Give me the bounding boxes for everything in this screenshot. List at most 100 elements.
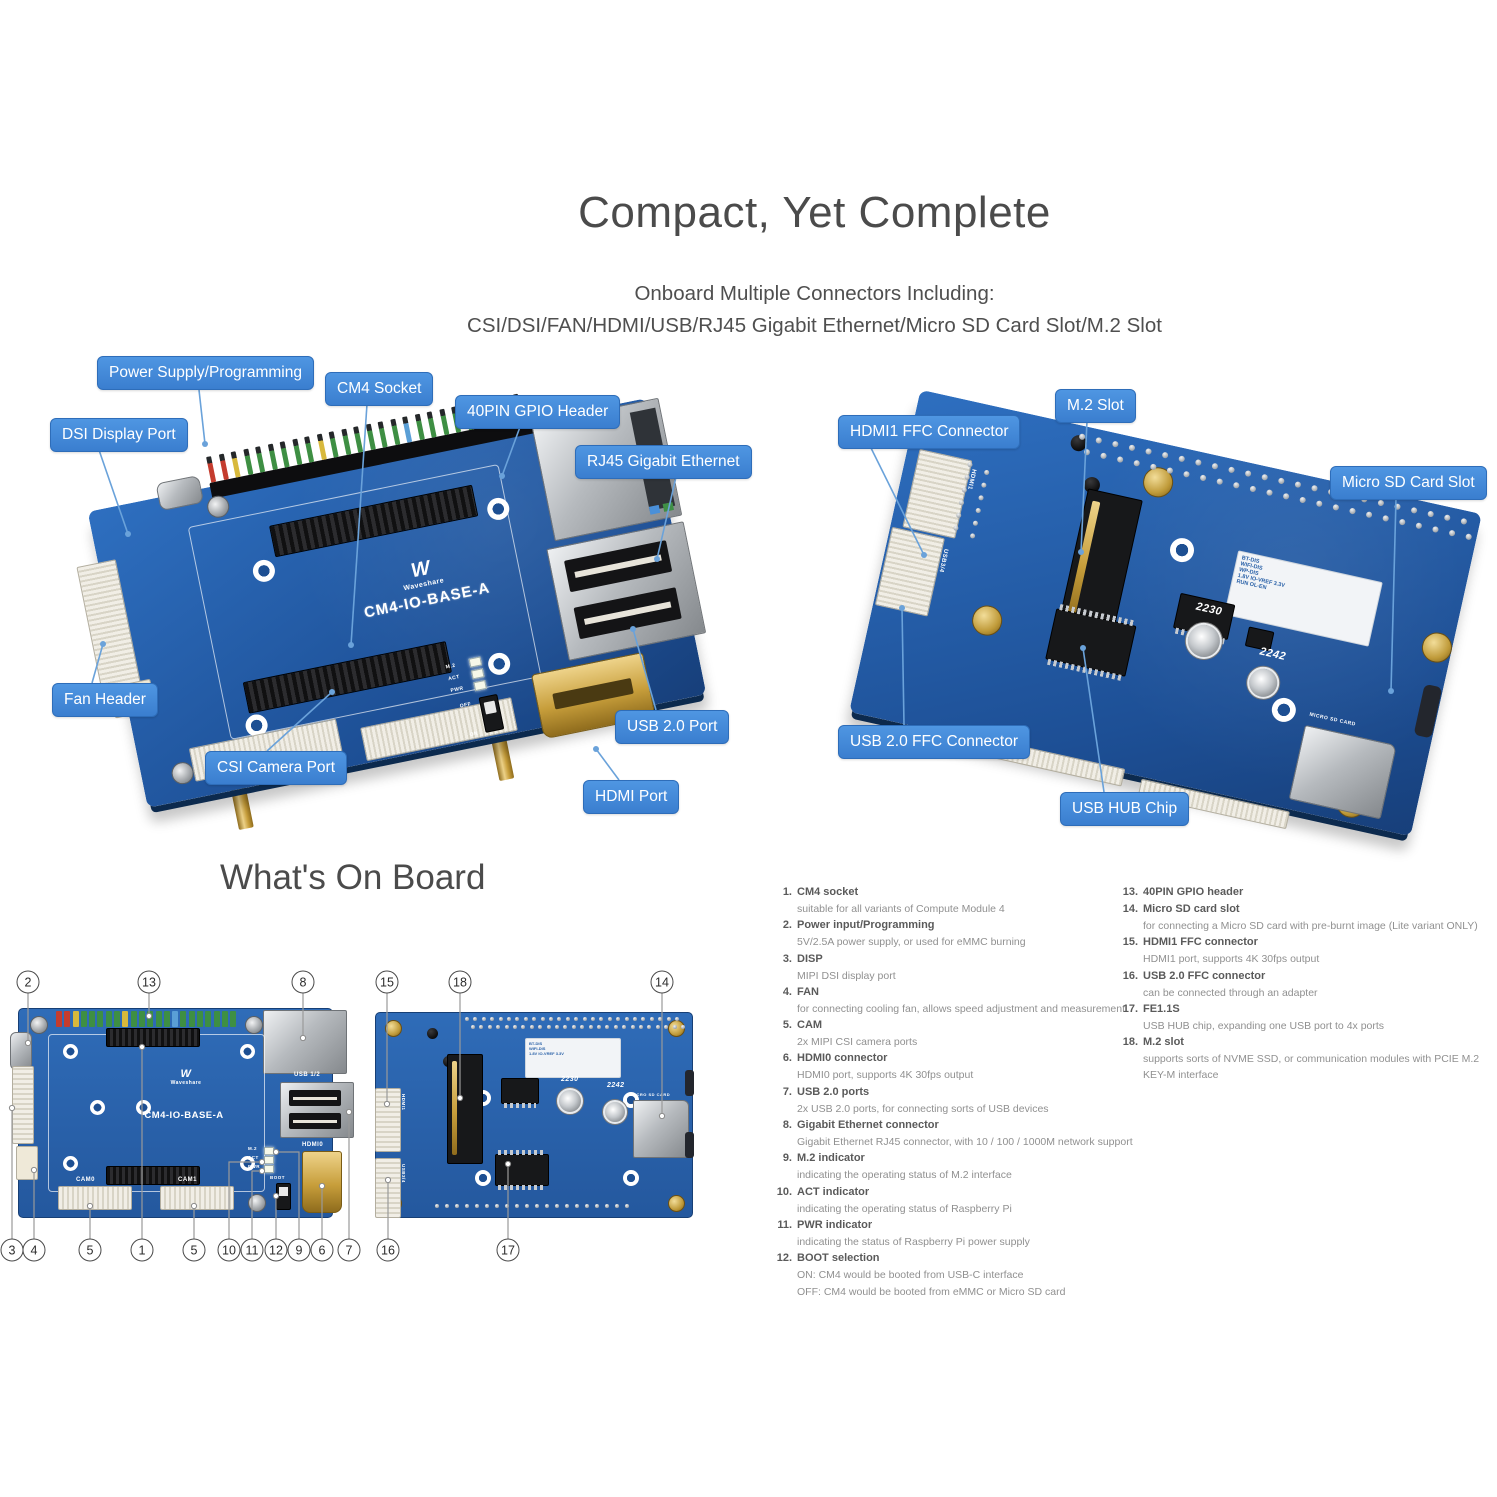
- leader-line: [595, 748, 620, 781]
- micro-sd-slot: [633, 1100, 689, 1158]
- solder-pad: [465, 1204, 469, 1208]
- chip-pins: [504, 1103, 536, 1108]
- hdmi1-ffc-connector: [375, 1088, 401, 1152]
- cam0-silk-text: CAM0: [76, 1177, 96, 1183]
- solder-pad: [479, 1025, 484, 1029]
- legend-item-title: 3.DISP: [762, 951, 1107, 968]
- ethernet-port: [263, 1010, 347, 1074]
- screw: [248, 1194, 266, 1212]
- callout-number-18: 18: [448, 970, 472, 994]
- solder-pad: [515, 1204, 519, 1208]
- section-title: What's On Board: [220, 858, 486, 897]
- legend-item-desc: Gigabit Ethernet RJ45 connector, with 10…: [797, 1136, 1133, 1149]
- callout-number-7: 7: [337, 1238, 361, 1262]
- solder-pad: [625, 1204, 629, 1208]
- solder-pad: [471, 1025, 475, 1029]
- gpio-pin-block: [114, 1011, 121, 1027]
- solder-pad: [622, 1025, 627, 1029]
- page-title: Compact, Yet Complete: [578, 188, 1051, 237]
- solder-pad: [538, 1025, 543, 1029]
- legend-item-13: 13. 40PIN GPIO header: [1108, 884, 1497, 901]
- chip-pins: [498, 1185, 546, 1190]
- callout-label-dsi-display-port: DSI Display Port: [50, 418, 188, 452]
- tongue: [293, 1096, 337, 1100]
- usb-a-slot: [289, 1113, 341, 1129]
- usb-a-slot: [289, 1090, 341, 1106]
- usb-c-power-port: [10, 1032, 32, 1070]
- leg-name: 40PIN GPIO header: [1143, 886, 1244, 898]
- dip-config-table: BT-DIS WIFI-DIS 1.8V IO-VREF 3.3V: [525, 1038, 621, 1078]
- callout-label-cm4-socket: CM4 Socket: [325, 372, 434, 406]
- side-connector: [685, 1132, 694, 1158]
- cm4-socket-upper: [106, 1028, 200, 1047]
- gpio-pin-block: [205, 1011, 212, 1027]
- callout-number-12: 12: [264, 1238, 288, 1262]
- solder-pad: [571, 1025, 576, 1029]
- screw: [30, 1016, 48, 1034]
- legend-item-number: 13.: [1122, 886, 1138, 898]
- gpio-pin: [316, 433, 327, 461]
- solder-pad: [565, 1204, 569, 1208]
- leg-name: USB 2.0 ports: [797, 1085, 870, 1098]
- board-diagram-front: W Waveshare CM4-IO-BASE-A CAM0 CAM1 USB …: [10, 1008, 354, 1218]
- gpio-pin: [426, 411, 437, 438]
- legend-item-number: 1.: [782, 886, 792, 898]
- legend-item-desc: for connecting a Micro SD card with pre-…: [1143, 920, 1478, 932]
- solder-pad: [473, 1017, 478, 1021]
- legend-item-number: 11.: [777, 1218, 792, 1231]
- legend-item-number: 10.: [776, 1185, 792, 1198]
- callout-label-hdmi1-ffc-connector: HDMI1 FFC Connector: [838, 415, 1021, 449]
- solder-pad: [563, 1025, 568, 1029]
- solder-pad: [465, 1017, 469, 1021]
- solder-pad: [435, 1204, 439, 1208]
- callout-label-hdmi-port: HDMI Port: [583, 780, 680, 814]
- mounting-hole: [136, 1100, 151, 1115]
- solder-pad: [666, 1017, 671, 1021]
- gpio-pin-block: [221, 1011, 228, 1027]
- usb-a-slot: [563, 540, 673, 593]
- mounting-hole: [63, 1044, 78, 1059]
- gpio-pin-block: [105, 1011, 112, 1027]
- callout-number-11: 11: [240, 1238, 264, 1262]
- solder-pad: [582, 1017, 587, 1021]
- solder-pad: [555, 1025, 559, 1029]
- gpio-pin-block: [213, 1011, 220, 1027]
- callout-number-17: 17: [496, 1238, 520, 1262]
- led-label-pwr: PWR: [248, 1164, 260, 1169]
- screw: [245, 1016, 263, 1034]
- solder-pad: [615, 1204, 619, 1208]
- gpio-pin-block: [130, 1011, 137, 1027]
- leg-name: DISP: [797, 952, 823, 965]
- solder-pad: [481, 1017, 486, 1021]
- gpio-pin: [414, 413, 425, 441]
- solder-pad: [445, 1204, 449, 1208]
- solder-pad: [498, 1017, 503, 1021]
- regulator-chip: [501, 1078, 539, 1108]
- usb-2-0-stack: [280, 1082, 354, 1138]
- solder-pad: [675, 1017, 679, 1021]
- gpio-pin-block: [89, 1011, 96, 1027]
- solder-pad: [535, 1204, 539, 1208]
- leg-name: CAM: [797, 1019, 823, 1032]
- callout-number-14: 14: [650, 970, 674, 994]
- gpio-pin-block: [80, 1011, 87, 1027]
- leg-name: Gigabit Ethernet connector: [797, 1119, 939, 1132]
- led-label-m2: M.2: [248, 1146, 258, 1151]
- usb34-silk-text: USB3/4: [401, 1164, 406, 1183]
- leg-name: M.2 slot: [1143, 1036, 1184, 1049]
- legend-column-right: 13. 40PIN GPIO header 14.Micro SD card slo…: [1108, 884, 1497, 1084]
- gpio-pin-block: [72, 1011, 79, 1027]
- solder-pad: [555, 1204, 559, 1208]
- subtitle-line-1: Onboard Multiple Connectors Including:: [634, 282, 995, 305]
- gpio-pin-block: [97, 1011, 104, 1027]
- hdmi1-silk-text: HDMI1: [401, 1094, 406, 1111]
